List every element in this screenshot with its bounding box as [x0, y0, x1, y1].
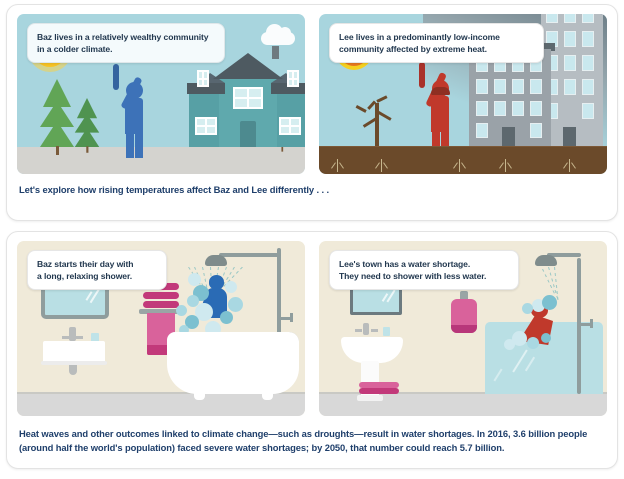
intro-caption: Let's explore how rising temperatures af… [19, 184, 330, 195]
shower-head-icon [535, 255, 557, 266]
faucet-icon [69, 327, 76, 341]
floor-edge [17, 392, 305, 394]
shower-pipe-icon [577, 258, 581, 394]
counter-sink-icon [43, 341, 105, 363]
bathtub-foot [262, 393, 273, 400]
water-panel-row: Baz starts their day with a long, relaxi… [7, 232, 617, 416]
drinking-cup-icon [91, 333, 99, 343]
card-water: Baz starts their day with a long, relaxi… [6, 231, 618, 469]
mid-apartment-building-icon [469, 49, 551, 147]
soap-bottle-icon [451, 291, 477, 333]
ground-crack-icon [337, 159, 338, 172]
bathtub-icon [167, 332, 299, 394]
pedestal-sink-base [357, 395, 383, 401]
panel-lee-shower: Lee's town has a water shortage. They ne… [319, 241, 607, 416]
panel-baz-home: Baz lives in a relatively wealthy commun… [17, 14, 305, 174]
faucet-handle-icon [371, 329, 378, 332]
speech-bubble-lee-home: Lee lives in a predominantly low-income … [329, 23, 544, 63]
faucet-handle-icon [355, 329, 362, 332]
shower-head-icon [205, 255, 227, 266]
shower-valve-knob-icon [290, 313, 293, 322]
drain-pipe-icon [69, 365, 77, 375]
faucet-icon [363, 323, 369, 335]
shower-arm-icon [219, 253, 281, 257]
panel-baz-shower: Baz starts their day with a long, relaxi… [17, 241, 305, 416]
shower-arm-icon [547, 253, 581, 257]
cracked-dry-ground [319, 147, 607, 174]
speech-bubble-baz-shower: Baz starts their day with a long, relaxi… [27, 250, 167, 290]
ground-crack-icon [381, 159, 382, 172]
counter-lip [41, 361, 107, 365]
floor-edge [319, 392, 607, 394]
ground-crack-icon [459, 159, 460, 172]
shower-valve-icon [580, 323, 591, 326]
water-caption: Heat waves and other outcomes linked to … [19, 428, 588, 453]
pedestal-sink-basin [341, 337, 403, 363]
bathroom-floor [17, 394, 305, 416]
folded-towel-icon [359, 388, 399, 394]
cold-ground [17, 147, 305, 174]
shower-pipe-icon [277, 248, 281, 358]
ground-crack-icon [505, 159, 506, 172]
bathroom-floor [319, 394, 607, 416]
tall-apartment-building-icon [541, 14, 603, 147]
dead-tree-icon [353, 85, 403, 147]
panel-lee-home: Lee lives in a predominantly low-income … [319, 14, 607, 174]
drinking-cup-icon [383, 327, 390, 336]
cloud-icon [261, 24, 295, 45]
shower-valve-knob-icon [590, 319, 593, 328]
ground-crack-icon [569, 159, 570, 172]
folded-towel-icon [359, 382, 399, 388]
shower-valve-icon [280, 317, 291, 320]
speech-bubble-lee-shower: Lee's town has a water shortage. They ne… [329, 250, 519, 290]
figure-baz [113, 64, 153, 158]
intro-panel-row: Baz lives in a relatively wealthy commun… [7, 5, 617, 174]
figure-lee [419, 62, 459, 158]
bathtub-foot [194, 393, 205, 400]
faucet-handle-icon [62, 336, 69, 339]
speech-bubble-baz-home: Baz lives in a relatively wealthy commun… [27, 23, 225, 63]
faucet-handle-icon [76, 336, 83, 339]
card-intro: Baz lives in a relatively wealthy commun… [6, 4, 618, 221]
suburban-house-icon [187, 41, 305, 147]
